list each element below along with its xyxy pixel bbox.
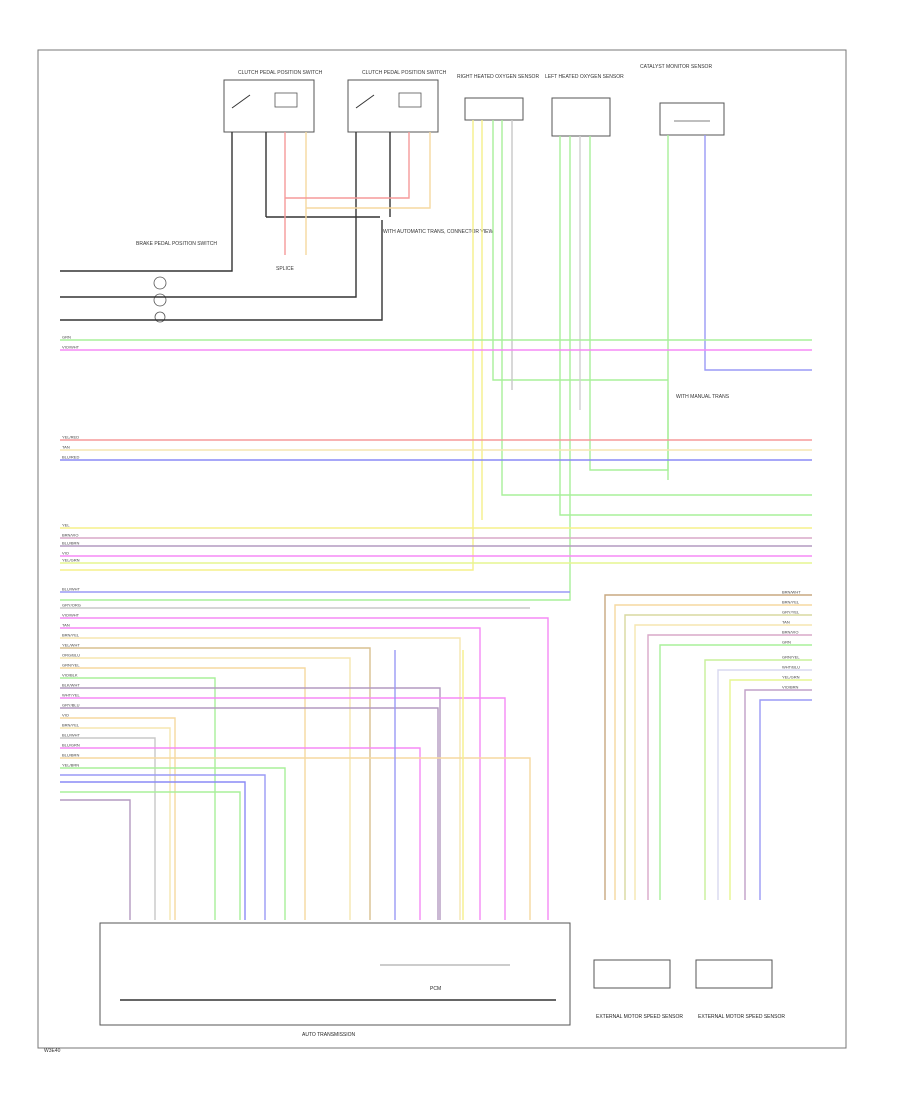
left-wire-label: VIO [62,713,69,718]
left-lower-wires [60,607,549,920]
left-wire-label: VIO/WHT [62,345,80,350]
left-wire-label: BLU/BRN [62,753,79,758]
left-wire-label: TAN [62,623,70,628]
right-wire-label: BRN/YEL [782,600,800,605]
transmission-box: AUTO TRANSMISSION PCM [99,922,571,1038]
ext-sensor-a-label: EXTERNAL MOTOR SPEED SENSOR [596,1014,683,1020]
left-wire-label: YEL/RED [62,435,79,440]
left-wire-label: GRN/YEL [62,663,80,668]
pcm-label: PCM [430,986,441,992]
catalyst-sensor: CATALYST MONITOR SENSOR [640,64,725,136]
manual-trans-note: WITH MANUAL TRANS [676,394,730,400]
left-wire-label: BLK/WHT [62,683,80,688]
right-wire-label: WHT/BLU [782,665,800,670]
left-wire-label: GRY/ORG [62,603,81,608]
left-wire-label: BLU/WHT [62,733,81,738]
left-wire-label: WHT/YEL [62,693,81,698]
left-wire-label: YEL/GRN [62,558,80,563]
splice-note: WITH AUTOMATIC TRANS, CONNECTOR VIEW [383,229,493,235]
footer-id: W3E40 [44,1048,61,1054]
right-wire-label: GRN [782,640,791,645]
left-wire-label: BRN/VIO [62,533,78,538]
clutch-switch-1-label: CLUTCH PEDAL POSITION SWITCH [238,70,323,76]
left-wire-label: VIO/BLK [62,673,78,678]
brake-pedal-switch-label: BRAKE PEDAL POSITION SWITCH [136,241,217,247]
left-wire-label: BLU/GRN [62,743,80,748]
right-wire-labels: BRN/WHT BRN/YEL GRY/YEL TAN BRN/VIO GRN GRN/YE… [782,590,801,690]
left-wire-label: GRY/BLU [62,703,80,708]
right-wire-label: VIO/BRN [782,685,799,690]
left-wire-label: BLU/BRN [62,541,79,546]
left-wire-label: TAN [62,445,70,450]
left-oxygen-sensor-label: LEFT HEATED OXYGEN SENSOR [545,74,624,80]
brake-pedal-switch: BRAKE PEDAL POSITION SWITCH [136,241,217,323]
left-wire-label: VIO/WHT [62,613,80,618]
clutch-switch-2: CLUTCH PEDAL POSITION SWITCH [347,70,447,133]
left-wire-labels: GRN VIO/WHT YEL/RED TAN BLU/RED YEL BRN/VIO BLU… [62,335,81,768]
clutch-switch-2-label: CLUTCH PEDAL POSITION SWITCH [362,70,447,76]
left-wire-label: VIO [62,551,69,556]
ext-sensor-b-label: EXTERNAL MOTOR SPEED SENSOR [698,1014,785,1020]
clutch-switch-1: CLUTCH PEDAL POSITION SWITCH [223,70,323,133]
horizontal-wires [60,339,812,593]
left-wire-label: YEL [62,523,70,528]
left-wire-label: BRN/YEL [62,633,80,638]
right-wire-label: YEL/GRN [782,675,800,680]
right-oxygen-sensor-label: RIGHT HEATED OXYGEN SENSOR [457,74,539,80]
left-wire-label: BLU/RED [62,455,79,460]
upper-colored-wires [284,132,431,255]
splice-label: SPLICE [276,266,294,272]
diagram-frame [37,49,847,1049]
sensor-down-wires [60,120,812,601]
right-wire-label: TAN [782,620,790,625]
transmission-label: AUTO TRANSMISSION [302,1032,356,1038]
left-wire-label: ORG/BLU [62,653,80,658]
left-wire-label: GRN [62,335,71,340]
left-wire-label: BRN/YEL [62,723,80,728]
splice-box: SPLICE WITH AUTOMATIC TRANS, CONNECTOR V… [276,229,493,272]
right-lower-wires [604,594,812,900]
left-oxygen-sensor: LEFT HEATED OXYGEN SENSOR [545,74,624,137]
ext-sensor-a: EXTERNAL MOTOR SPEED SENSOR [593,959,683,1020]
right-wire-label: GRY/YEL [782,610,800,615]
right-oxygen-sensor: RIGHT HEATED OXYGEN SENSOR [457,74,539,121]
right-wire-label: BRN/VIO [782,630,798,635]
ext-sensor-b: EXTERNAL MOTOR SPEED SENSOR [695,959,785,1020]
right-wire-label: GRN/YEL [782,655,800,660]
left-wire-label: YEL/BRN [62,763,79,768]
left-wire-label: BLU/WHT [62,587,81,592]
right-wire-label: BRN/WHT [782,590,801,595]
catalyst-sensor-label: CATALYST MONITOR SENSOR [640,64,712,70]
left-wire-label: YEL/WHT [62,643,80,648]
